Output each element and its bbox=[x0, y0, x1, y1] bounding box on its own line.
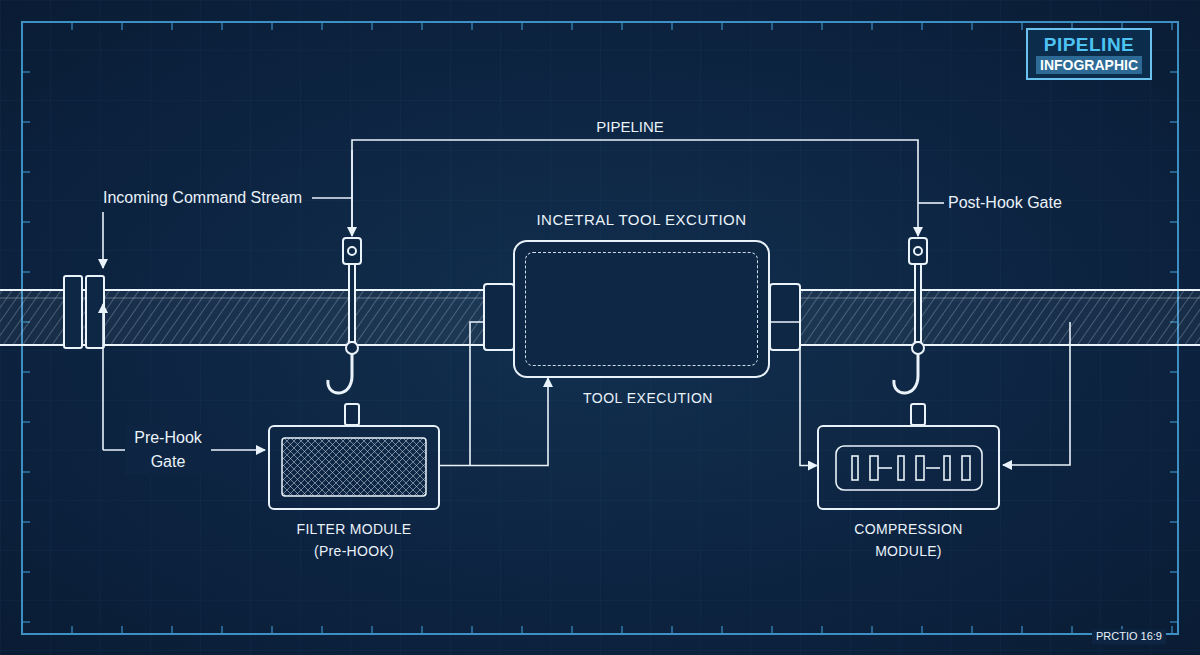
module-label: COMPRESSION MODULE) bbox=[834, 518, 984, 562]
box-heading: INCETRAL TOOL EXCUTION bbox=[482, 211, 802, 228]
flow-connector bbox=[440, 378, 548, 466]
title-text: INFOGRAPHIC bbox=[1036, 56, 1142, 74]
filter-module: FILTER MODULE (Pre-HOOK) bbox=[268, 425, 440, 510]
stream-label: Incoming Command Stream bbox=[103, 188, 302, 207]
pipeline-label: PIPELINE bbox=[596, 118, 664, 136]
box-label: TOOL EXECUTION bbox=[583, 390, 713, 406]
tool-execution-box: INCETRAL TOOL EXCUTIONTOOL EXECUTION bbox=[513, 240, 770, 378]
hook-gates bbox=[328, 238, 927, 425]
gate-label: Pre-Hook Gate bbox=[125, 425, 211, 475]
format-note: PRCTIO 16:9 bbox=[1092, 629, 1166, 644]
compression-element bbox=[836, 446, 982, 490]
dashed-frame bbox=[525, 252, 758, 366]
module-label: FILTER MODULE (Pre-HOOK) bbox=[279, 518, 429, 562]
leader-lines bbox=[103, 140, 1070, 465]
filter-mesh bbox=[282, 438, 426, 496]
flow-connector bbox=[770, 322, 817, 466]
compression-module: COMPRESSION MODULE) bbox=[817, 425, 1000, 510]
gate-label: Post-Hook Gate bbox=[948, 193, 1062, 212]
title-box: PIPELINEINFOGRAPHIC bbox=[1026, 28, 1152, 80]
title-text: PIPELINE bbox=[1044, 34, 1135, 56]
